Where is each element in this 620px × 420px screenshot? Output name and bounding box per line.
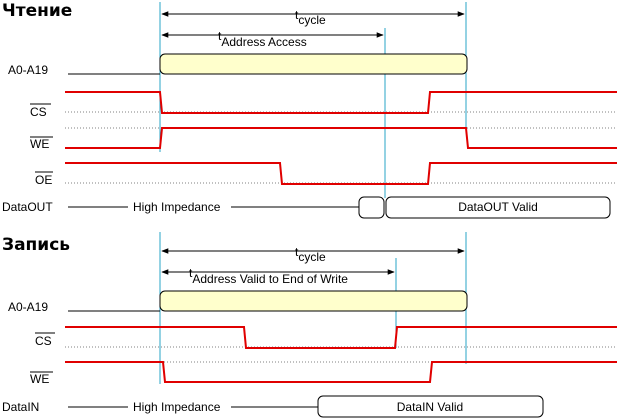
write-datain-valid-box bbox=[317, 395, 544, 418]
write-tcycle-label: tcycle bbox=[295, 245, 326, 264]
read-cs-waveform bbox=[65, 91, 617, 114]
read-dataout-valid-box bbox=[385, 196, 611, 219]
read-addr-valid-bus bbox=[159, 53, 468, 75]
write-section: Запись tcycle tAddress Valid to End of W… bbox=[2, 232, 617, 418]
read-oe-waveform bbox=[65, 162, 617, 185]
read-tcycle-label: tcycle bbox=[295, 8, 326, 27]
read-cs-label: CS bbox=[30, 105, 47, 119]
read-oe-label: OE bbox=[35, 173, 52, 187]
write-twrite-label: tAddress Valid to End of Write bbox=[189, 266, 348, 286]
write-we-waveform bbox=[65, 361, 617, 383]
read-dataout-label: DataOUT bbox=[2, 200, 53, 214]
read-dataout-valid-label: DataOUT Valid bbox=[458, 200, 538, 214]
write-cs-label: CS bbox=[35, 334, 52, 348]
read-taccess-label: tAddress Access bbox=[218, 29, 307, 49]
read-we-waveform bbox=[65, 127, 617, 149]
read-we-label: WE bbox=[30, 137, 49, 151]
read-title: Чтение bbox=[2, 1, 72, 21]
write-high-impedance: High Impedance bbox=[133, 400, 221, 414]
write-datain-valid-label: DataIN Valid bbox=[397, 400, 463, 414]
write-addr-label: A0-A19 bbox=[8, 300, 48, 314]
read-dataout-transition bbox=[358, 196, 385, 219]
read-addr-label: A0-A19 bbox=[8, 63, 48, 77]
write-addr-valid-bus bbox=[159, 290, 468, 312]
write-datain-label: DataIN bbox=[2, 400, 39, 414]
write-we-label: WE bbox=[30, 372, 49, 386]
write-cs-waveform bbox=[65, 326, 617, 349]
read-section: Чтение tcycle tAddress Access A0-A19 CS … bbox=[2, 1, 617, 219]
read-high-impedance: High Impedance bbox=[133, 200, 221, 214]
write-title: Запись bbox=[2, 235, 70, 255]
